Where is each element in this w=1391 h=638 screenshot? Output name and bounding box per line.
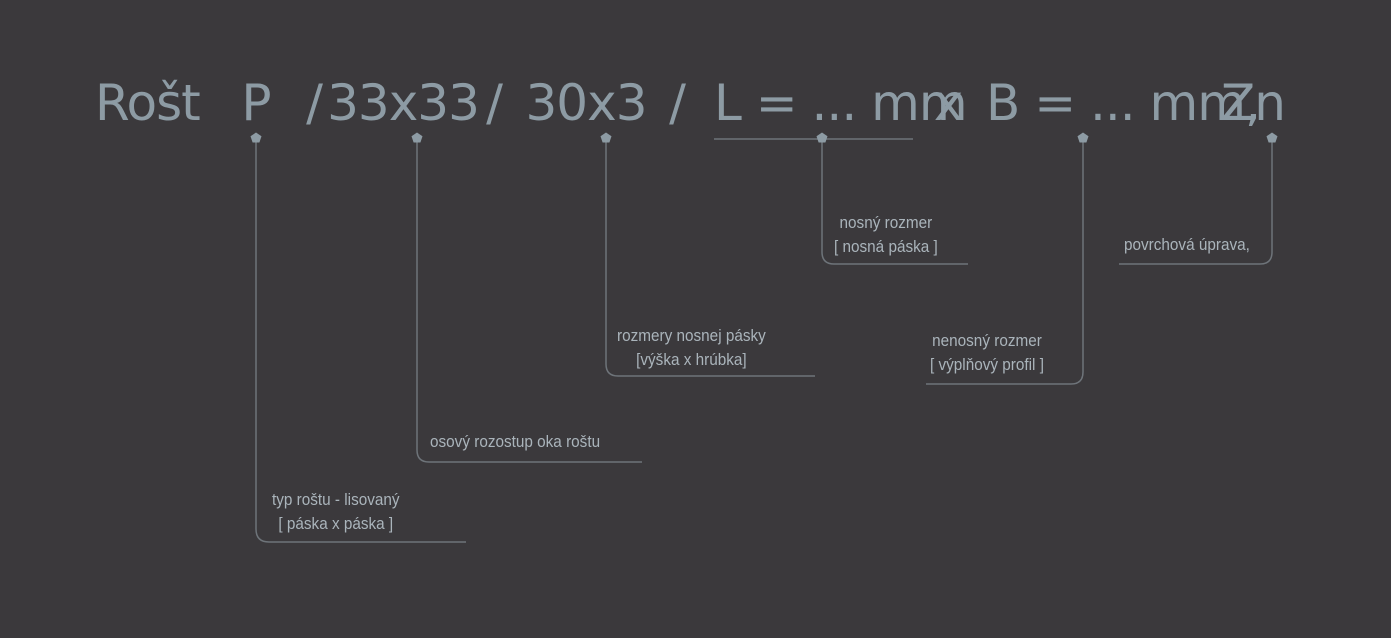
label-bar-line-1: rozmery nosnej pásky — [617, 326, 766, 345]
formula-type: P — [241, 74, 271, 132]
leader-width — [926, 138, 1084, 385]
marker-type — [250, 132, 262, 143]
label-spacing-line-1: osový rozostup oka roštu — [430, 432, 601, 451]
label-bar-line-2: [výška x hrúbka] — [636, 350, 747, 369]
label-type-line-1: typ roštu - lisovaný — [272, 490, 400, 509]
formula-slash-3: / — [669, 74, 686, 132]
label-width-line-2: [ výplňový profil ] — [930, 355, 1044, 374]
leader-finish — [1119, 138, 1273, 265]
formula-length: L = ... mm — [714, 74, 968, 132]
formula-spacing: 33x33 — [327, 74, 480, 132]
leader-bar — [605, 138, 815, 377]
formula-slash-1: / — [306, 74, 323, 132]
formula-times: x — [933, 74, 964, 132]
formula-finish: Zn — [1221, 74, 1286, 132]
marker-width — [1077, 132, 1089, 143]
label-finish: povrchová úprava, — [1124, 233, 1250, 257]
marker-length — [816, 132, 828, 143]
label-length-line-1: nosný rozmer — [839, 213, 933, 232]
formula-width: B = ... mm, — [986, 74, 1261, 132]
label-bar: rozmery nosnej pásky [výška x hrúbka] — [617, 324, 766, 372]
marker-spacing — [411, 132, 423, 143]
formula-slash-2: / — [486, 74, 503, 132]
formula-rost: Rošt — [95, 74, 201, 132]
marker-bar — [600, 132, 612, 143]
label-spacing: osový rozostup oka roštu — [430, 430, 600, 454]
label-width-line-1: nenosný rozmer — [932, 331, 1042, 350]
label-length-line-2: [ nosná páska ] — [834, 237, 938, 256]
label-finish-line-1: povrchová úprava, — [1124, 235, 1250, 254]
leader-length — [821, 138, 968, 265]
leader-spacing — [416, 138, 642, 463]
formula-bar-size: 30x3 — [525, 74, 647, 132]
marker-finish — [1266, 132, 1278, 143]
label-width: nenosný rozmer [ výplňový profil ] — [930, 329, 1044, 377]
label-type: typ roštu - lisovaný [ páska x páska ] — [272, 488, 400, 536]
label-type-line-2: [ páska x páska ] — [278, 514, 394, 533]
label-length: nosný rozmer [ nosná páska ] — [834, 211, 938, 259]
leader-type — [255, 138, 466, 543]
